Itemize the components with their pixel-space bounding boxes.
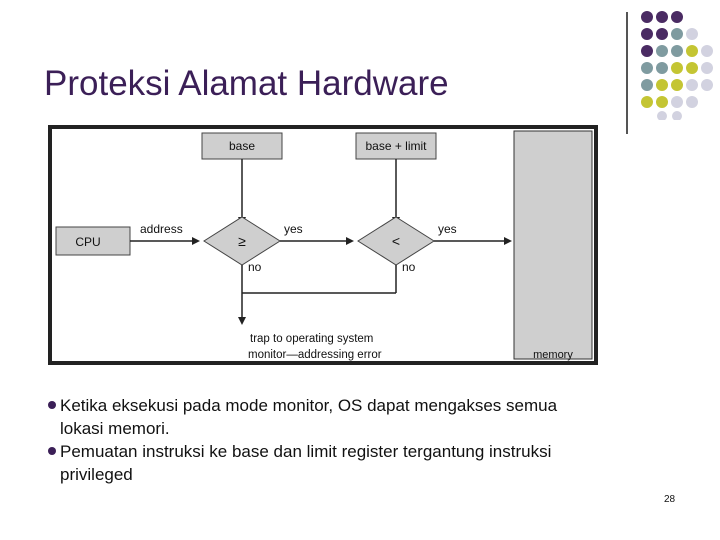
ge-symbol: ≥ (238, 233, 246, 249)
dot (671, 28, 683, 40)
dot (656, 11, 668, 23)
memory-block (513, 130, 593, 360)
dot (671, 11, 683, 23)
dot-row-6 (641, 96, 698, 108)
dot (641, 96, 653, 108)
yes-label-2: yes (438, 222, 457, 236)
dot-row-3 (641, 45, 713, 57)
slide-title: Proteksi Alamat Hardware (44, 64, 449, 103)
dot (641, 11, 653, 23)
dot (657, 111, 667, 120)
dot (656, 28, 668, 40)
lt-symbol: < (392, 233, 400, 249)
address-protection-diagram: memory base base + limit CPU address ≥ y… (48, 125, 598, 365)
page-number: 28 (664, 494, 676, 505)
dot-row-2 (641, 28, 698, 40)
dot (641, 28, 653, 40)
dot (656, 45, 668, 57)
bullet-dot-icon (48, 447, 56, 455)
dot-row-1 (641, 11, 683, 23)
dot (671, 45, 683, 57)
yes-label-1: yes (284, 222, 303, 236)
bullet-line: privileged (60, 465, 133, 484)
dot (686, 28, 698, 40)
bullet-line: Pemuatan instruksi ke base dan limit reg… (60, 442, 552, 461)
trap-label-line1: trap to operating system (250, 333, 373, 345)
base-register-box (201, 132, 283, 160)
bullet-line: Ketika eksekusi pada mode monitor, OS da… (60, 396, 558, 415)
diagram-frame (48, 125, 598, 365)
memory-label: memory (533, 349, 573, 361)
base-limit-register-label: base + limit (365, 139, 427, 153)
bullet-item: Pemuatan instruksi ke base dan limit reg… (48, 440, 648, 486)
bullet-dot-icon (48, 401, 56, 409)
dot (656, 79, 668, 91)
decorative-dot-grid (641, 11, 713, 120)
dot (656, 62, 668, 74)
bullet-list: Ketika eksekusi pada mode monitor, OS da… (48, 394, 648, 486)
dot (686, 96, 698, 108)
dot (686, 62, 698, 74)
dot (686, 45, 698, 57)
dot (671, 79, 683, 91)
bullet-line: lokasi memori. (60, 419, 170, 438)
cpu-label: CPU (75, 235, 100, 249)
bullet-item: Ketika eksekusi pada mode monitor, OS da… (48, 394, 648, 440)
divider-line (626, 12, 628, 134)
dot (641, 79, 653, 91)
dot (672, 111, 682, 120)
address-label: address (140, 222, 183, 236)
dot-row-5 (641, 79, 713, 91)
dot-row-7 (657, 111, 682, 120)
dot (701, 45, 713, 57)
no-label-2: no (402, 260, 416, 274)
dot-row-4 (641, 62, 713, 74)
trap-label-line2: monitor—addressing error (248, 349, 382, 361)
dot (686, 79, 698, 91)
dot (641, 45, 653, 57)
base-register-label: base (229, 139, 255, 153)
no-label-1: no (248, 260, 262, 274)
dot (701, 62, 713, 74)
dot (641, 62, 653, 74)
dot (671, 96, 683, 108)
dot (701, 79, 713, 91)
dot (656, 96, 668, 108)
dot (671, 62, 683, 74)
